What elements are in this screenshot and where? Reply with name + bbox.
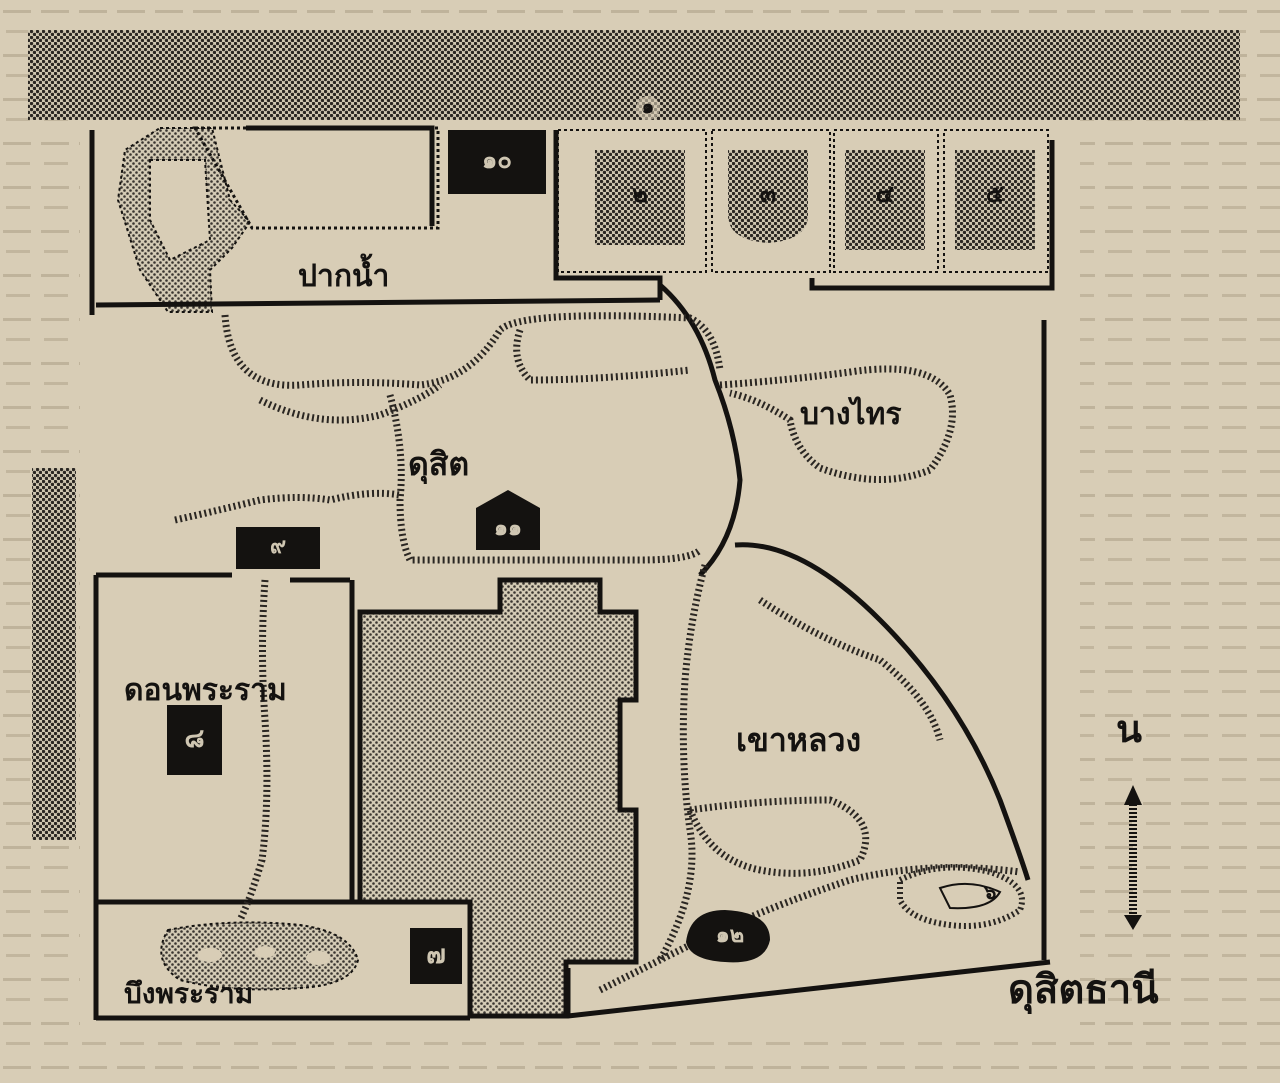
lot-block-5 — [955, 150, 1035, 250]
lot-block-2 — [595, 150, 685, 245]
marker-1-circle — [636, 96, 660, 120]
marker-3: ๓ — [759, 180, 777, 208]
label-paknam: ปากน้ำ — [298, 259, 390, 294]
building-10-shape — [448, 130, 546, 194]
khaoluang-pond — [897, 864, 1025, 929]
pond-island-2 — [255, 946, 275, 958]
left-edge-strip — [32, 468, 76, 840]
marker-9: ๙ — [269, 534, 287, 559]
label-khaoluang: เขาหลวง — [736, 721, 862, 759]
lot-block-3 — [728, 150, 808, 243]
building-9-shape — [236, 527, 320, 569]
top-road — [95, 297, 661, 308]
river-band — [28, 30, 1240, 120]
dotted-paths — [174, 312, 1021, 994]
path-dusit-down — [386, 394, 703, 564]
building-11-shape — [476, 490, 540, 550]
khaoluang-bottom-wall — [567, 959, 1051, 1019]
marker-2: ๒ — [632, 180, 648, 208]
marker-4: ๔ — [875, 180, 895, 208]
building-7-shape — [410, 928, 462, 984]
label-bangsai: บางไทร — [800, 397, 902, 432]
path-bangsai-loop — [719, 365, 956, 484]
path-dusit-loop — [221, 312, 724, 389]
north-arrow-head — [1124, 785, 1142, 805]
label-bungphraram: บึงพระราม — [124, 977, 254, 1010]
marker-6: ๖ — [983, 880, 997, 904]
path-dusit-inner-2 — [513, 328, 691, 384]
pond-island-1 — [198, 948, 222, 962]
lots-row — [557, 129, 1049, 273]
paknam-wall — [246, 125, 435, 226]
marker-12: ๑๒ — [715, 923, 745, 948]
marker-5: ๕ — [985, 180, 1005, 208]
north-label: น — [1116, 707, 1142, 751]
path-donphraram-spine — [236, 579, 271, 922]
path-khaoluang-mid — [758, 597, 944, 741]
khaoluang-diagonal-road — [734, 542, 1031, 881]
north-arrow — [1124, 785, 1142, 930]
marker-6-shape — [938, 882, 1002, 910]
lots-right-wall — [809, 140, 1055, 291]
marker-7: ๗ — [426, 940, 446, 970]
north-arrow-tail — [1124, 915, 1142, 930]
marker-8: ๘ — [184, 724, 205, 754]
palace-block — [357, 577, 639, 1019]
marker-10: ๑๐ — [482, 146, 512, 174]
marker-11: ๑๑ — [494, 516, 522, 541]
hill-12-shape — [686, 910, 770, 963]
main-curved-road — [658, 283, 743, 577]
path-dusit-inner — [258, 382, 443, 424]
building-8-shape — [167, 705, 222, 775]
label-dusit: ดุสิต — [408, 445, 470, 483]
label-donphraram: ดอนพระราม — [124, 673, 287, 708]
path-khaoluang-low — [598, 864, 1021, 994]
path-khaoluang-edge — [656, 564, 709, 962]
lot-block-4 — [845, 150, 925, 250]
paknam-upper-inner — [149, 159, 212, 262]
lots-bottom-wall — [553, 130, 663, 300]
path-dusit-wavy — [174, 489, 401, 524]
boundary-walls — [89, 125, 1055, 1021]
label-dusitthani: ดุสิตธานี — [1008, 967, 1159, 1013]
marker-1: ๑ — [641, 94, 655, 118]
pond-island-3 — [306, 951, 330, 965]
